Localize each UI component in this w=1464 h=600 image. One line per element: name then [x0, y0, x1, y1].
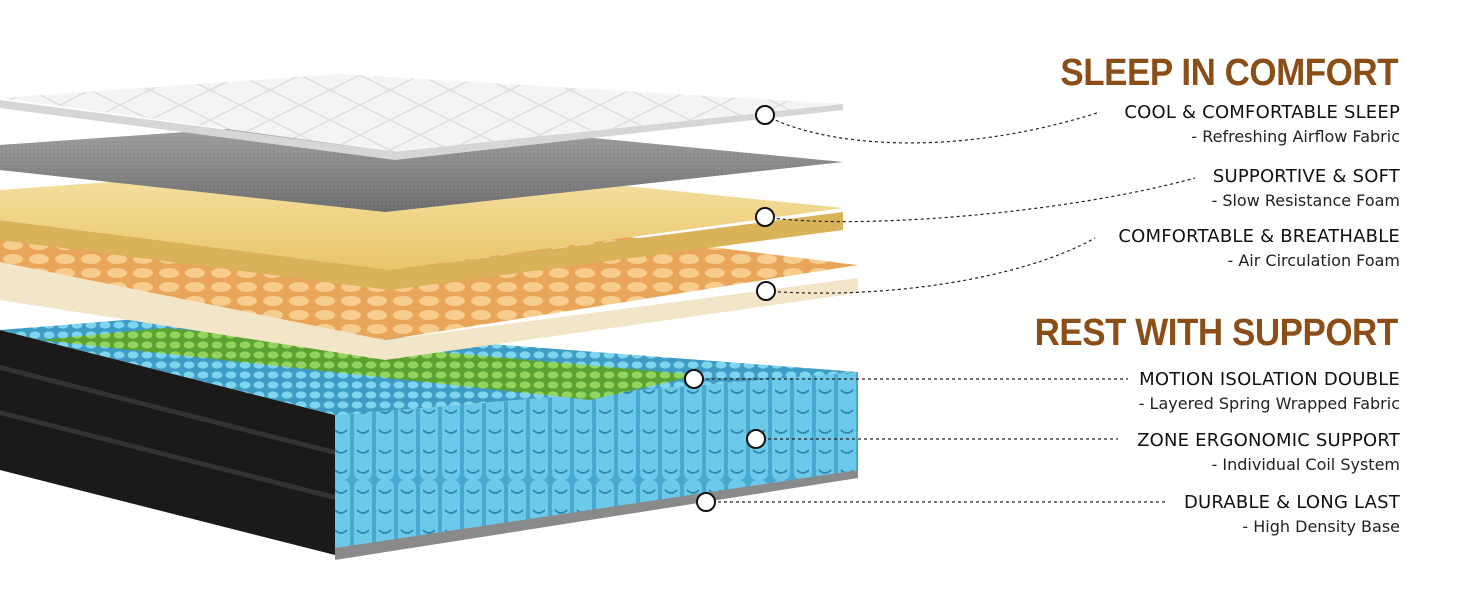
- quilted-top-cover-layer: [0, 74, 843, 160]
- callout-lines: [694, 111, 1196, 503]
- feature-subtitle: - Layered Spring Wrapped Fabric: [1138, 394, 1400, 413]
- feature-supportive-soft: SUPPORTIVE & SOFT - Slow Resistance Foam: [1211, 166, 1400, 212]
- feature-breathable: COMFORTABLE & BREATHABLE - Air Circulati…: [1118, 226, 1400, 272]
- feature-subtitle: - Air Circulation Foam: [1227, 251, 1401, 270]
- airflow-mesh-layer: [0, 118, 843, 212]
- feature-subtitle: - High Density Base: [1242, 517, 1400, 536]
- feature-title: SUPPORTIVE & SOFT: [1212, 166, 1400, 187]
- section-heading-comfort: SLEEP IN COMFORT: [1060, 52, 1398, 94]
- feature-subtitle: - Refreshing Airflow Fabric: [1191, 127, 1400, 146]
- coil-base-layer: [0, 318, 858, 560]
- marker-air-foam: [756, 281, 776, 301]
- feature-subtitle: - Slow Resistance Foam: [1211, 191, 1400, 210]
- feature-title: COMFORTABLE & BREATHABLE: [1118, 226, 1400, 247]
- marker-cooling: [755, 105, 775, 125]
- feature-title: MOTION ISOLATION DOUBLE: [1139, 369, 1400, 390]
- section-heading-support: REST WITH SUPPORT: [1034, 312, 1399, 354]
- callout-line-air-foam: [765, 237, 1096, 294]
- feature-cooling: COOL & COMFORTABLE SLEEP - Refreshing Ai…: [1124, 102, 1400, 148]
- marker-support-foam: [755, 207, 775, 227]
- feature-title: ZONE ERGONOMIC SUPPORT: [1137, 430, 1400, 451]
- feature-title: COOL & COMFORTABLE SLEEP: [1124, 102, 1400, 123]
- callout-line-support-foam: [764, 177, 1196, 223]
- marker-motion: [684, 369, 704, 389]
- marker-zone: [746, 429, 766, 449]
- marker-base: [696, 492, 716, 512]
- callout-markers: [684, 105, 776, 512]
- feature-zone-ergonomic: ZONE ERGONOMIC SUPPORT - Individual Coil…: [1137, 430, 1400, 476]
- callout-line-cooling: [764, 111, 1101, 144]
- feature-durable: DURABLE & LONG LAST - High Density Base: [1184, 492, 1400, 538]
- feature-subtitle: - Individual Coil System: [1211, 455, 1400, 474]
- feature-motion-isolation: MOTION ISOLATION DOUBLE - Layered Spring…: [1139, 369, 1400, 415]
- feature-title: DURABLE & LONG LAST: [1183, 492, 1400, 513]
